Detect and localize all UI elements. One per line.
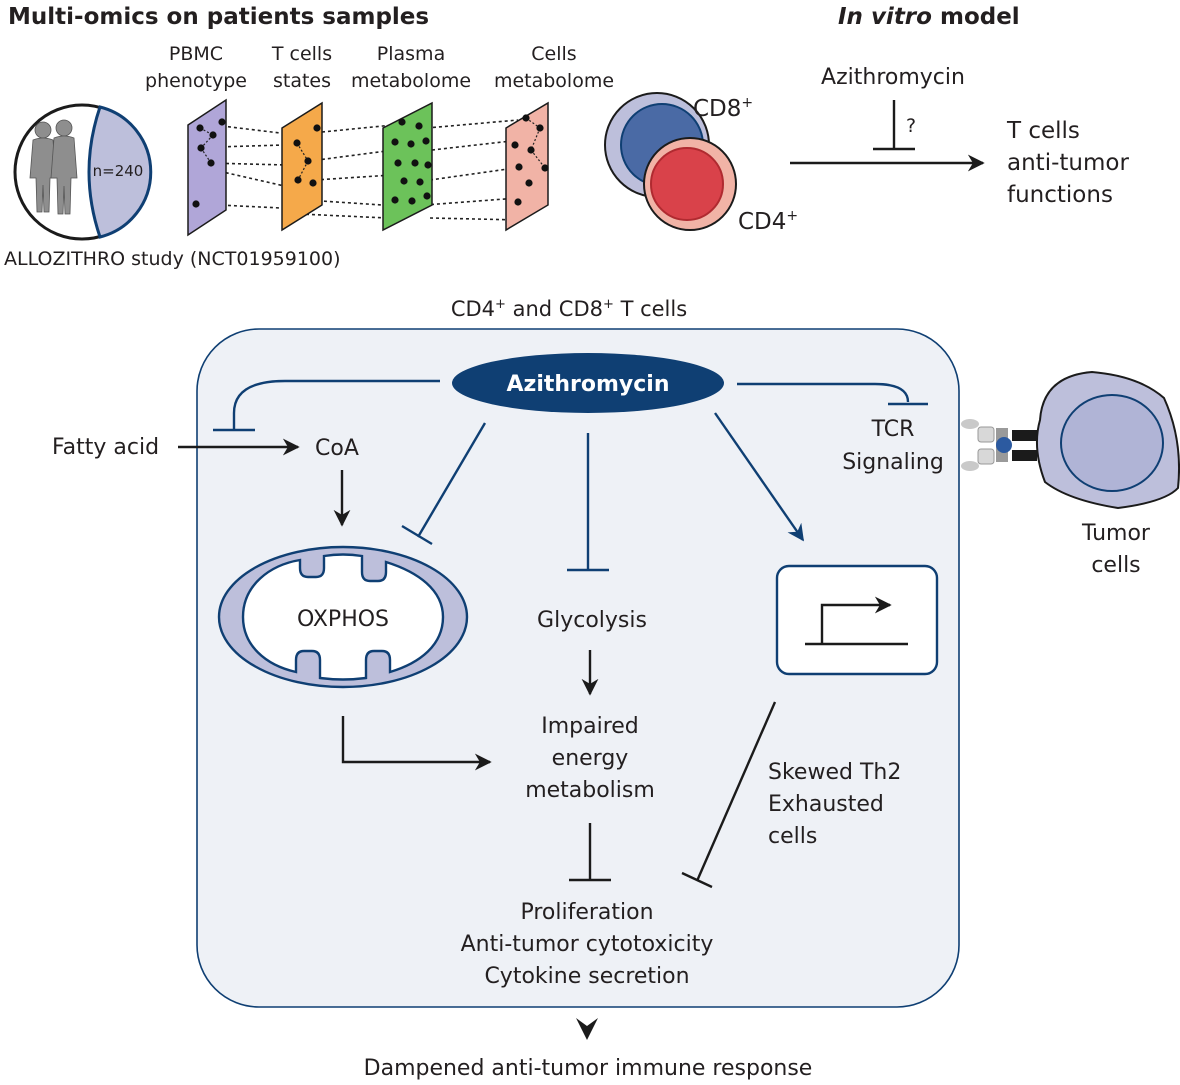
in-vitro-drug-label: Azithromycin: [821, 65, 965, 90]
multi-omics-title: Multi-omics on patients samples: [8, 4, 429, 30]
oxphos-inhibition: [401, 422, 487, 546]
function-cytotoxicity: Anti-tumor cytotoxicity: [461, 932, 714, 957]
in-vitro-title: In vitro model: [838, 4, 1020, 30]
tcr-inhibition: [737, 382, 928, 406]
tumor-label-line1: Tumor: [1081, 521, 1151, 546]
study-label: ALLOZITHRO study (NCT01959100): [4, 248, 341, 270]
plasma-header-line1: Plasma: [377, 43, 445, 65]
tumor-cell-icon: [1036, 370, 1180, 510]
cells-metabolome-plane: [505, 101, 549, 232]
outcome-line3: functions: [1007, 182, 1113, 208]
pbmc-header-line2: phenotype: [145, 70, 247, 92]
coa-label: CoA: [315, 436, 359, 461]
question-mark: ?: [906, 115, 916, 137]
in-vitro-inhibition: [873, 100, 915, 151]
outcome-line2: anti-tumor: [1007, 150, 1129, 176]
tcell-header-line2: states: [273, 70, 331, 92]
cd4-cell: [643, 137, 737, 231]
skewed-line2: Exhausted: [768, 792, 884, 817]
fatty-acid-inhibition: [213, 379, 440, 432]
azithromycin-node: [452, 353, 724, 413]
tcell-header-line1: T cells: [271, 43, 332, 65]
plasma-header-line2: metabolome: [351, 70, 471, 92]
glycolysis-inhibition: [567, 433, 609, 572]
omics-column-headers: PBMC phenotype T cells states Plasma met…: [145, 43, 614, 92]
impaired-line2: energy: [552, 746, 629, 771]
mitochondrion-icon: [217, 545, 469, 689]
omics-connections: [197, 119, 522, 221]
azithromycin-label: Azithromycin: [506, 372, 669, 397]
fatty-acid-label: Fatty acid: [52, 435, 159, 460]
cohort-circle: n=240: [13, 103, 153, 241]
patients-icon: [29, 119, 78, 215]
function-cytokine: Cytokine secretion: [484, 964, 689, 989]
oxphos-label: OXPHOS: [297, 607, 389, 632]
function-proliferation: Proliferation: [520, 900, 653, 925]
skewed-line1: Skewed Th2: [768, 760, 901, 785]
transcription-activation-arrow: [714, 412, 804, 542]
cells-header-line1: Cells: [531, 43, 576, 65]
glycolysis-label: Glycolysis: [537, 608, 647, 633]
impaired-inhibition: [569, 823, 611, 882]
t-cell-panel: [196, 328, 960, 1008]
cohort-size: n=240: [93, 162, 144, 180]
cells-header-line2: metabolome: [494, 70, 614, 92]
cd8-label: CD8+: [693, 95, 753, 122]
impaired-line3: metabolism: [525, 778, 655, 803]
result-chevron: [576, 1018, 598, 1040]
outcome-line1: T cells: [1006, 118, 1080, 144]
tcr-receptor-icon: [961, 419, 1037, 471]
plasma-metabolome-plane: [382, 101, 433, 232]
impaired-line1: Impaired: [541, 714, 639, 739]
skewed-line3: cells: [768, 824, 817, 849]
tcell-states-plane: [281, 101, 323, 232]
panel-header: CD4+ and CD8+ T cells: [451, 297, 687, 321]
tumor-label-line2: cells: [1091, 553, 1140, 578]
result-label: Dampened anti-tumor immune response: [364, 1056, 813, 1081]
tcr-label-line2: Signaling: [842, 450, 944, 475]
oxphos-to-impaired-arrow: [341, 716, 492, 771]
pbmc-plane: [187, 98, 227, 237]
tcr-label-line1: TCR: [871, 417, 915, 442]
pbmc-header-line1: PBMC: [169, 43, 223, 65]
skewed-inhibition: [681, 701, 777, 889]
gene-transcription-icon: [775, 564, 939, 676]
cd4-label: CD4+: [738, 208, 798, 235]
